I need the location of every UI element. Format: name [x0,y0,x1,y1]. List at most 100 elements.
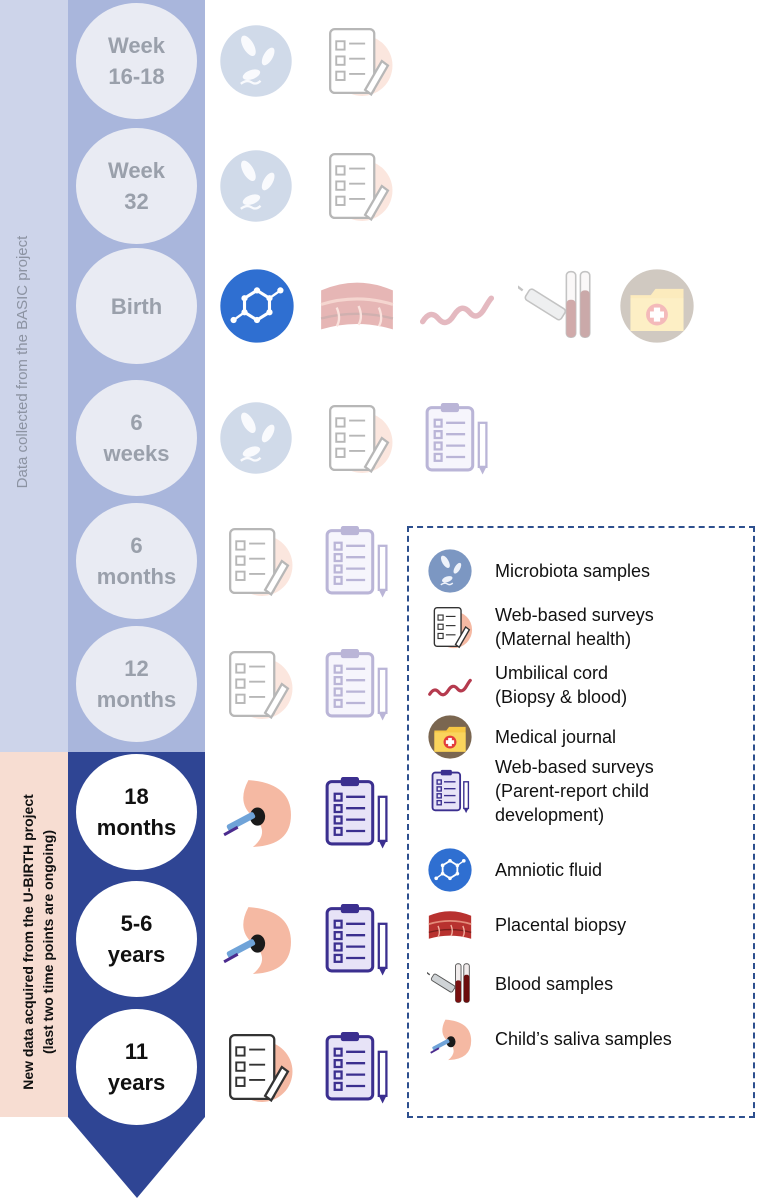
timepoint-icon-slot [218,523,294,599]
child-survey-icon [325,904,388,976]
timepoint-circle: 6 weeks [76,380,197,496]
timepoint-circle: Week 32 [76,128,197,244]
timepoint-icon-slot [318,148,394,224]
timepoint-icon-slot [318,1029,394,1105]
timepoint-icon-slot [218,774,294,850]
child-survey-icon [325,1032,388,1104]
legend-text: Microbiota samples [495,561,651,581]
legend-item: Placental biopsy [427,902,747,962]
maternal-survey-icon [329,27,393,97]
legend-item: Amniotic fluid [427,847,747,907]
timepoint-icon-slot [418,267,496,345]
timepoint-icon-slot [218,646,294,722]
maternal-survey-icon [329,404,393,474]
timepoint-icon-slot [318,901,394,977]
microbiota-icon [220,150,292,222]
maternal-survey-icon [329,152,393,222]
timepoint-circle: 5-6 years [76,881,197,997]
basic-project-label: Data collected from the BASIC project [14,122,38,602]
timepoint-icon-slot [318,23,394,99]
timepoint-icon-slot [515,267,596,345]
legend-text: Medical journal [495,727,617,747]
child-survey-icon [425,403,488,475]
timepoint-label: 18 months [96,784,177,840]
timepoint-icon-slot [218,901,294,977]
legend-item: Web-based surveys (Maternal health) [427,604,747,664]
legend-item: Child’s saliva samples [427,1016,747,1076]
u-birth-project-label-line1: New data acquired from the U-BIRTH proje… [20,794,36,1090]
legend-icon [425,961,473,1007]
timepoint-label: Birth [110,293,163,319]
legend-item: Medical journal [427,714,747,774]
u-birth-project-label-line2: (last two time points are ongoing) [40,830,56,1054]
saliva-icon [223,780,291,847]
u-birth-side-panel [0,752,68,1117]
child-survey-icon [325,649,388,721]
saliva-icon [223,907,291,974]
timepoint-label: 11 years [107,1039,166,1095]
amniotic-fluid-icon [220,269,294,343]
legend-icon [427,902,473,948]
basic-project-label-text: Data collected from the BASIC project [14,235,31,489]
u-birth-project-label: New data acquired from the U-BIRTH proje… [18,702,62,1182]
legend-icon [427,548,473,594]
legend-text: Blood samples [495,974,614,994]
timepoint-icon-slot [318,646,394,722]
child-survey-icon [325,526,388,598]
legend-item: Web-based surveys (Parent-report child d… [427,757,747,828]
legend-icon [427,714,473,760]
microbiota-icon [220,25,292,97]
timepoint-circle: Week 16-18 [76,3,197,119]
timepoint-label: 5-6 years [107,911,166,967]
microbiota-icon [220,402,292,474]
legend-icon [427,662,473,708]
legend-text: Child’s saliva samples [495,1029,672,1049]
umbilical-cord-icon [428,678,472,697]
microbiota-icon [428,549,472,593]
timepoint-icon-slot [318,267,396,345]
timepoint-label: 6 weeks [103,410,170,466]
child-survey-icon [325,777,388,849]
child-survey-icon [431,769,470,814]
timepoint-label: 12 months [96,656,177,712]
saliva-icon [430,1019,472,1061]
blood-sample-icon [425,963,470,1003]
timepoint-icon-slot [318,523,394,599]
timepoint-circle: 11 years [76,1009,197,1125]
blood-sample-icon [515,270,591,338]
legend-text: Umbilical cord (Biopsy & blood) [495,663,628,707]
timepoint-circle: 12 months [76,626,197,742]
timepoint-icon-slot [218,148,294,224]
amniotic-fluid-icon [428,848,472,892]
legend-icon [427,847,473,893]
placenta-icon [428,911,472,939]
medical-journal-icon [620,269,694,343]
timepoint-circle: Birth [76,248,197,364]
timepoint-label: 6 months [96,533,177,589]
legend-item: Blood samples [425,961,747,1021]
legend-text: Placental biopsy [495,915,627,935]
timepoint-label: Week 32 [107,158,166,214]
placenta-icon [320,282,394,330]
maternal-survey-icon [229,650,293,720]
timepoint-label: Week 16-18 [107,33,166,89]
legend-icon [427,768,473,814]
timepoint-icon-slot [218,1029,294,1105]
timepoint-icon-slot [218,400,294,476]
basic-side-panel [0,0,68,752]
legend-item: Umbilical cord (Biopsy & blood) [427,662,747,722]
legend-text: Web-based surveys (Parent-report child d… [495,757,654,825]
timepoint-circle: 18 months [76,754,197,870]
timepoint-icon-slot [318,774,394,850]
legend-icon [427,604,473,650]
timepoint-icon-slot [318,400,394,476]
maternal-survey-icon [229,527,293,597]
legend-item: Microbiota samples [427,548,747,608]
timepoint-icon-slot [218,267,296,345]
timepoint-circle: 6 months [76,503,197,619]
timepoint-icon-slot [218,23,294,99]
maternal-survey-icon [433,606,473,649]
medical-journal-icon [428,715,472,759]
